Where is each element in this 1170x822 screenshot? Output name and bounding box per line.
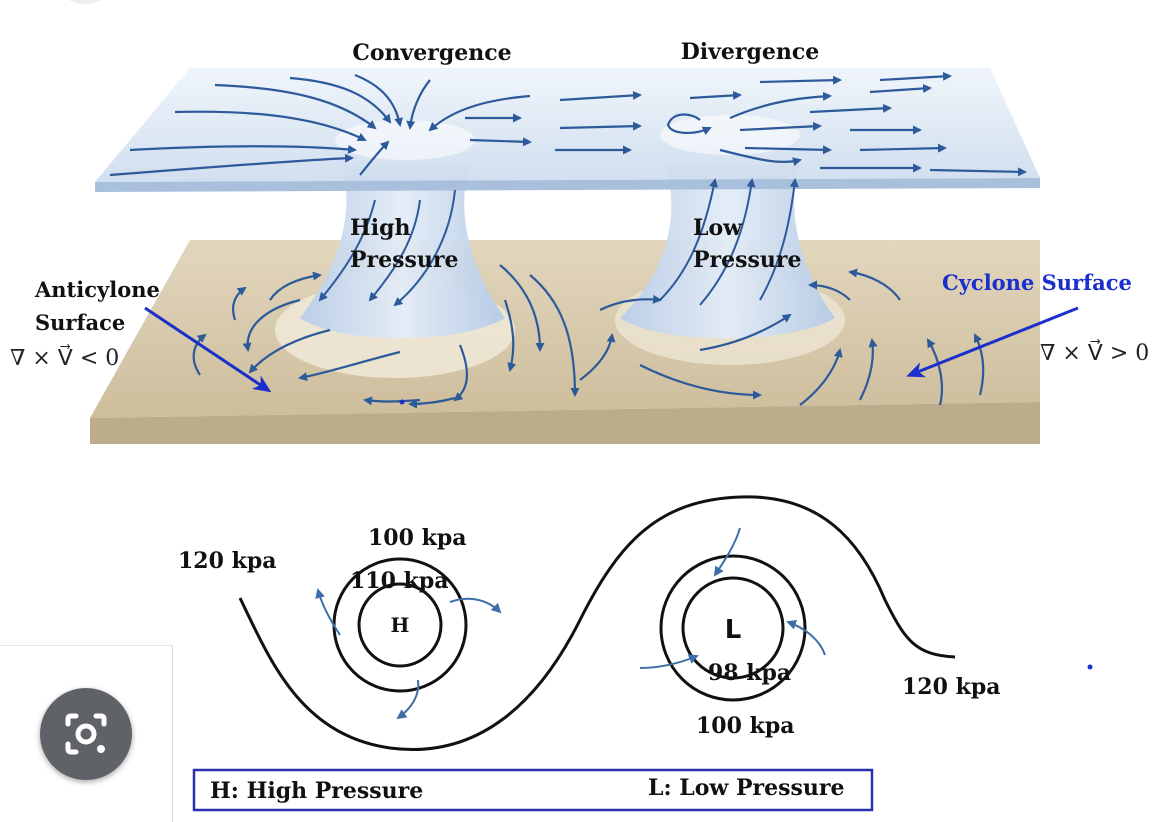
curl-positive-formula: ∇ × V⃗ > 0 <box>1040 339 1149 366</box>
isobar-map <box>238 495 956 751</box>
pointer-arrows <box>144 306 1079 393</box>
marker-dot <box>399 399 405 405</box>
low-pressure-line1: Low <box>693 215 743 241</box>
surface-flow-arrows <box>192 264 985 409</box>
high-inner-label: 110 kpa <box>350 568 448 594</box>
lens-overlay-frame <box>0 645 173 822</box>
high-outer-label: 100 kpa <box>368 525 466 551</box>
right-isobar-label: 120 kpa <box>902 674 1000 700</box>
column-flow-arrows <box>318 178 799 307</box>
low-outer-isobar <box>659 554 807 702</box>
low-inner-label: 98 kpa <box>708 660 791 686</box>
convergence-label: Convergence <box>352 40 511 66</box>
anticyclone-pointer-arrow <box>144 306 272 393</box>
cyclone-surface-label: Cyclone Surface <box>942 270 1132 295</box>
high-center-label: H <box>391 613 410 637</box>
marker-dot-right <box>1087 664 1093 670</box>
low-inner-isobar <box>681 576 785 680</box>
isobar-flow-arrows <box>315 527 826 720</box>
lens-button[interactable] <box>40 688 132 780</box>
upper-plate <box>95 68 1040 192</box>
high-inner-isobar <box>357 582 443 668</box>
high-pressure-line2: Pressure <box>350 247 459 273</box>
legend-high: H: High Pressure <box>210 778 423 804</box>
camera-lens-icon <box>65 713 107 755</box>
anticyclone-label-line1: Anticylone <box>34 277 160 302</box>
anticyclone-label-line2: Surface <box>35 310 125 335</box>
low-outer-label: 100 kpa <box>696 713 794 739</box>
low-pressure-line2: Pressure <box>693 247 802 273</box>
divergence-label: Divergence <box>681 39 820 65</box>
wavy-isobar <box>238 495 956 751</box>
upper-flow-arrows <box>109 71 1027 177</box>
legend: H: High Pressure L: Low Pressure <box>192 768 874 812</box>
low-pressure-column <box>620 165 835 339</box>
low-center-label: L <box>725 615 742 645</box>
high-pressure-line1: High <box>350 215 411 241</box>
legend-low: L: Low Pressure <box>648 775 844 801</box>
corner-artifact <box>60 0 110 4</box>
cyclone-pointer-arrow <box>906 306 1079 378</box>
left-isobar-label: 120 kpa <box>178 548 276 574</box>
ground-surface <box>90 240 1040 444</box>
curl-negative-formula: ∇ × V⃗ < 0 <box>10 344 119 371</box>
